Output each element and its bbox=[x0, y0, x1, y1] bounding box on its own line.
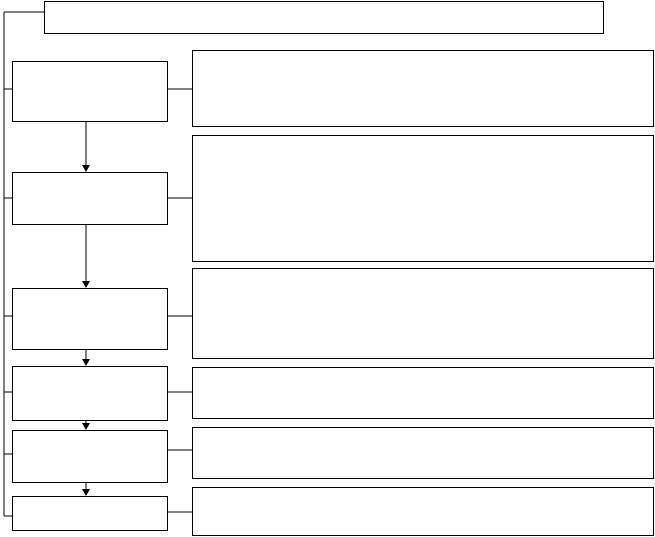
stage-box-1 bbox=[12, 61, 168, 122]
stage-box-2 bbox=[12, 172, 168, 225]
flow-arrowhead-3 bbox=[82, 359, 90, 366]
description-box-6 bbox=[192, 487, 654, 536]
description-box-4 bbox=[192, 367, 654, 419]
stage-box-3 bbox=[12, 288, 168, 350]
stage-box-4 bbox=[12, 366, 168, 421]
flow-arrowhead-4 bbox=[82, 423, 90, 430]
stage-box-6 bbox=[12, 496, 168, 531]
flow-arrowhead-5 bbox=[82, 489, 90, 496]
description-box-5 bbox=[192, 427, 654, 479]
stage-box-5 bbox=[12, 430, 168, 483]
description-box-2 bbox=[192, 135, 654, 262]
flow-arrowhead-2 bbox=[82, 281, 90, 288]
flow-arrowhead-1 bbox=[82, 165, 90, 172]
description-box-3 bbox=[192, 268, 654, 359]
header-box bbox=[44, 1, 604, 34]
description-box-1 bbox=[192, 50, 654, 127]
